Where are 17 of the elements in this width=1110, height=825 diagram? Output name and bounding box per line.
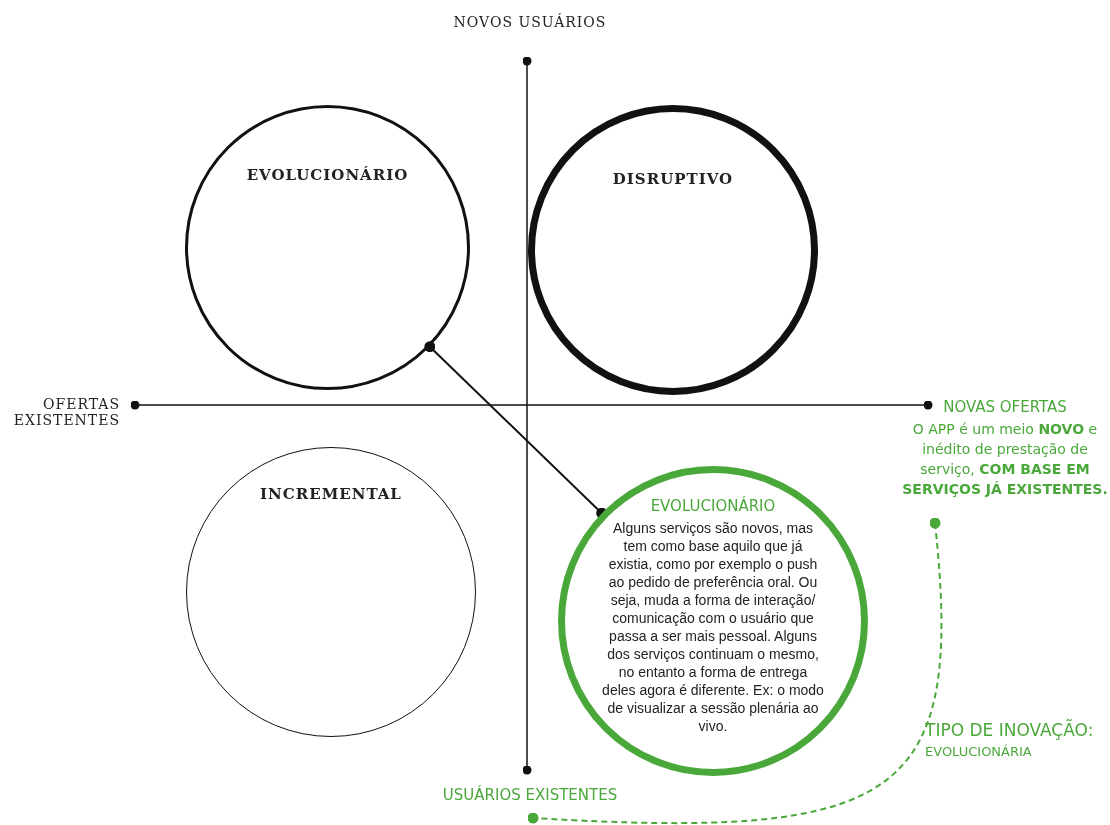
axis-label: NOVOS USUÁRIOS <box>452 14 608 30</box>
axis-label: USUÁRIOS EXISTENTES <box>420 782 640 814</box>
quadrant-circle <box>558 466 868 776</box>
connector <box>424 341 608 519</box>
quadrant-title: EVOLUCIONÁRIO <box>245 166 410 184</box>
quadrant-title: EVOLUCIONÁRIO <box>649 497 777 515</box>
description-text: O APP é um meio NOVO e inédito de prestação de serviço, COM BASE EM SERVIÇOS JÁ EXISTENTES. <box>901 420 1109 499</box>
connector <box>527 517 943 824</box>
axis-label: NOVAS OFERTAS <box>942 397 1068 418</box>
note-title: TIPO DE INOVAÇÃO: <box>925 720 1095 740</box>
axis-label: OFERTAS EXISTENTES <box>12 396 120 428</box>
quadrant-circle <box>528 105 818 395</box>
note-text: EVOLUCIONÁRIA <box>925 744 1033 759</box>
quadrant-title: DISRUPTIVO <box>611 170 735 188</box>
quadrant-circle <box>185 105 470 390</box>
quadrant-title: INCREMENTAL <box>259 485 403 503</box>
description-text: Alguns serviços são novos, mas tem como base aquilo que já existia, como por exemplo o push ao pedido de preferência oral. Ou seja, muda a forma de interação/ comunicação com o usuário que passa a ser mais pessoal. Alguns dos serviços continuam o mesmo, no entanto a forma de entrega deles agora é diferente. Ex: o modo de visualizar a sessão plenária ao vivo. <box>601 519 825 735</box>
